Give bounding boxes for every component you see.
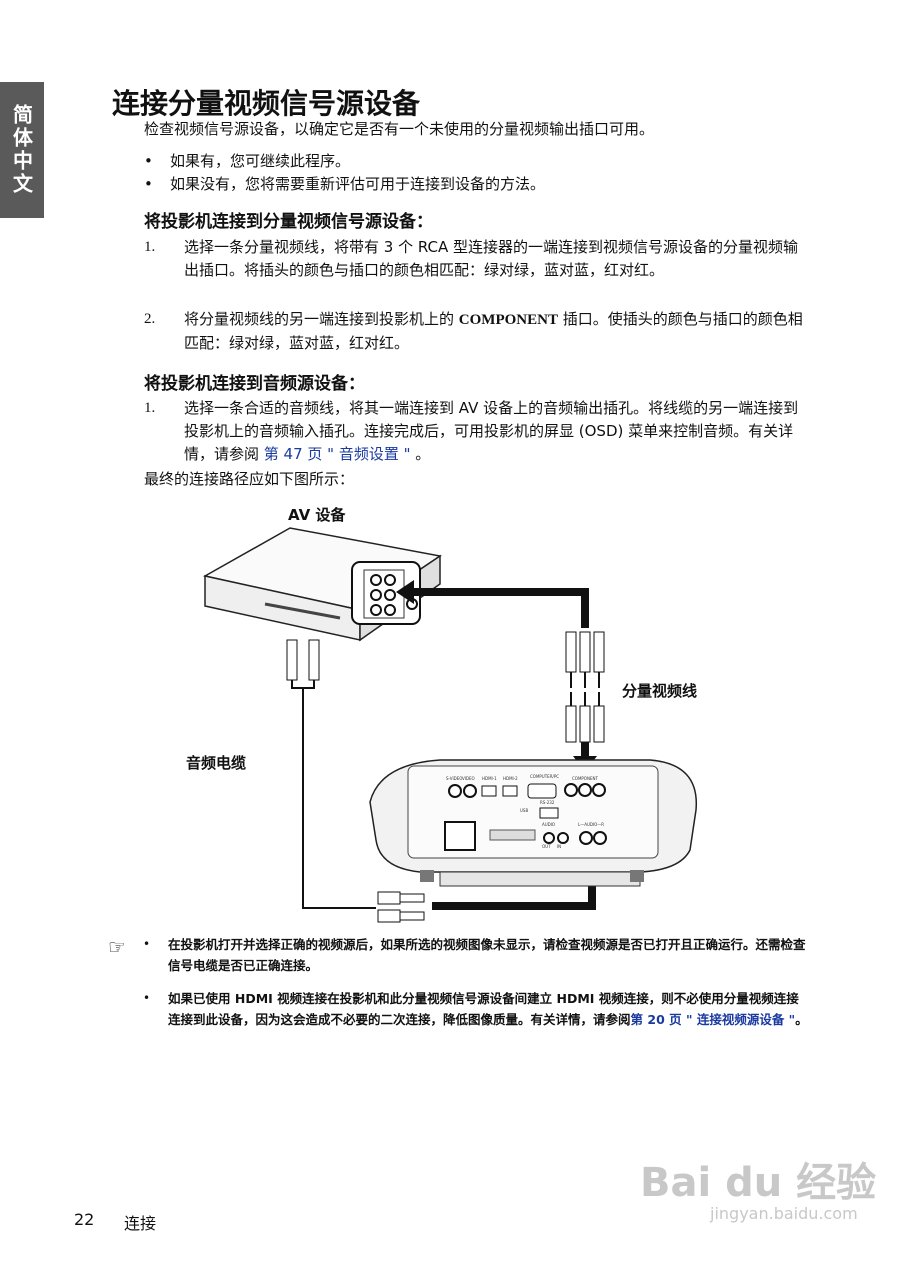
port-label: OUT bbox=[542, 844, 551, 849]
port-label: USB bbox=[520, 808, 528, 813]
note-hand-icon: ☞ bbox=[108, 935, 126, 959]
av-device-label: AV 设备 bbox=[288, 506, 346, 524]
port-label: IN bbox=[557, 844, 561, 849]
port-label: VIDEO bbox=[462, 776, 475, 781]
projector: S-VIDEO VIDEO HDMI-1 HDMI-2 COMPUTER/PC … bbox=[369, 759, 698, 887]
page-title: 连接分量视频信号源设备 bbox=[112, 87, 421, 120]
baidu-watermark: Bai du 经验 jingyan.baidu.com bbox=[640, 1160, 877, 1223]
audio-settings-link[interactable]: 第 47 页 " 音频设置 " bbox=[263, 445, 411, 463]
port-label: AUDIO bbox=[542, 822, 555, 827]
intro-text: 检查视频信号源设备，以确定它是否有一个未使用的分量视频输出插口可用。 bbox=[144, 120, 655, 138]
step-2-component: 2. 将分量视频线的另一端连接到投影机上的 COMPONENT 插口。使插头的颜… bbox=[144, 310, 803, 352]
port-label: HDMI-1 bbox=[482, 776, 497, 781]
port-label: COMPUTER/PC bbox=[530, 774, 559, 779]
step-1-component: 1. 选择一条分量视频线，将带有 3 个 RCA 型连接器的一端连接到视频信号源… bbox=[144, 238, 799, 279]
section-heading-audio: 将投影机连接到音频源设备： bbox=[144, 374, 365, 394]
component-cable-label: 分量视频线 bbox=[622, 682, 697, 700]
component-cable bbox=[396, 580, 605, 772]
audio-cable bbox=[286, 639, 604, 923]
av-ports-inset bbox=[351, 561, 421, 625]
port-label: COMPONENT bbox=[572, 776, 598, 781]
av-device bbox=[202, 527, 442, 642]
section-heading-component: 将投影机连接到分量视频信号源设备： bbox=[144, 212, 433, 232]
language-tab[interactable]: 简体中文 bbox=[0, 82, 44, 218]
step-1-audio: 1. 选择一条合适的音频线，将其一端连接到 AV 设备上的音频输出插孔。将线缆的… bbox=[144, 399, 799, 463]
final-connection-text: 最终的连接路径应如下图所示： bbox=[144, 470, 355, 488]
footer-section-label: 连接 bbox=[124, 1214, 157, 1233]
page-number: 22 bbox=[74, 1210, 95, 1229]
language-tab-label: 简体中文 bbox=[9, 104, 34, 196]
port-label: HDMI-2 bbox=[503, 776, 518, 781]
port-label: S-VIDEO bbox=[446, 776, 462, 781]
note-2: 如果已使用 HDMI 视频连接在投影机和此分量视频信号源设备间建立 HDMI 视… bbox=[168, 991, 808, 1027]
note-1: 在投影机打开并选择正确的视频源后，如果所选的视频图像未显示，请检查视频源是否已打… bbox=[168, 937, 806, 973]
port-label: RS-232 bbox=[540, 800, 555, 805]
video-source-link[interactable]: 第 20 页 " 连接视频源设备 " bbox=[630, 1012, 796, 1027]
port-label: L—AUDIO—R bbox=[578, 822, 604, 827]
rca-plugs-upper bbox=[565, 631, 605, 688]
audio-cable-label: 音频电缆 bbox=[186, 754, 246, 772]
rca-plugs-lower bbox=[565, 692, 605, 743]
